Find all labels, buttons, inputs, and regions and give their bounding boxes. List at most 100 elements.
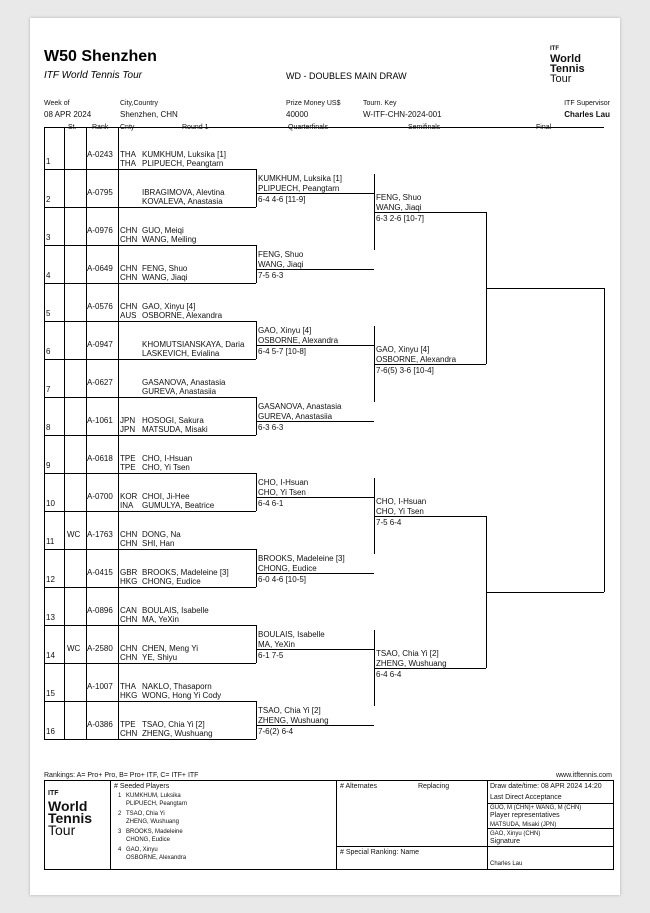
- entry-player-2: PLIPUECH, Peangtarn: [142, 159, 224, 168]
- qf-player-2: OSBORNE, Alexandra: [258, 336, 339, 345]
- qf-player-1: CHO, I-Hsuan: [258, 478, 309, 487]
- seed-number: 4: [118, 847, 122, 853]
- seed-number: 1: [118, 793, 122, 799]
- entry-country-1: GBR: [120, 568, 138, 577]
- col-semifinals: Semifinals: [408, 124, 441, 131]
- seed-number: 2: [118, 811, 122, 817]
- sf-score: 6-4 6-4: [376, 670, 402, 679]
- qf-player-2: MA, YeXin: [258, 640, 295, 649]
- qf-score: 6-4 4-6 [11-9]: [258, 195, 306, 204]
- rep-1: MATSUDA, Misaki (JPN): [490, 822, 557, 828]
- week-label: Week of: [44, 100, 70, 107]
- entry-country-1: THA: [120, 150, 136, 159]
- entry-country-2: AUS: [120, 311, 137, 320]
- entry-rank: A-2580: [87, 644, 113, 653]
- entry-player-1: CHEN, Meng Yi: [142, 644, 199, 653]
- entry-rank: A-0649: [87, 264, 113, 273]
- entry-rank: A-1061: [87, 416, 113, 425]
- tournament-title: W50 Shenzhen: [44, 48, 157, 65]
- alternates-header: # Alternates: [340, 783, 377, 790]
- lda-value: GUO, M (CHN)+ WANG, M (CHN): [490, 805, 582, 811]
- week-value: 08 APR 2024: [44, 110, 92, 119]
- draw-line-number: 11: [46, 537, 55, 546]
- qf-player-1: BOULAIS, Isabelle: [258, 630, 325, 639]
- footer-box: [44, 780, 614, 870]
- qf-score: 7-5 6-3: [258, 271, 284, 280]
- draw-line-number: 3: [46, 233, 51, 242]
- itf-url: www.itftennis.com: [555, 772, 612, 779]
- sf-player-2: ZHENG, Wushuang: [376, 659, 447, 668]
- entry-country-1: THA: [120, 682, 136, 691]
- seeded-header: # Seeded Players: [114, 783, 170, 790]
- draw-line-number: 10: [46, 499, 55, 508]
- entry-player-1: KUMKHUM, Luksika [1]: [142, 150, 227, 159]
- rep-2: GAO, Xinyu (CHN): [490, 831, 541, 837]
- entry-rank: A-0627: [87, 378, 113, 387]
- qf-player-2: WANG, Jiaqi: [258, 260, 304, 269]
- footer-itf-logo-icon: ITF World Tennis Tour: [48, 790, 93, 838]
- entry-player-2: CHO, Yi Tsen: [142, 463, 190, 472]
- qf-score: 6-3 6-3: [258, 423, 284, 432]
- city-value: Shenzhen, CHN: [120, 110, 178, 119]
- entry-player-2: YE, Shiyu: [142, 653, 178, 662]
- entry-rank: A-0947: [87, 340, 113, 349]
- draw-line-number: 5: [46, 309, 51, 318]
- entry-player-2: CHONG, Eudice: [142, 577, 201, 586]
- qf-score: 6-0 4-6 [10-5]: [258, 575, 307, 584]
- sf-player-1: TSAO, Chia Yi [2]: [376, 649, 439, 658]
- signature-name: Charles Lau: [490, 861, 523, 867]
- entry-country-1: CHN: [120, 644, 138, 653]
- seed-number: 3: [118, 829, 122, 835]
- entry-player-1: HOSOGI, Sakura: [142, 416, 204, 425]
- special-ranking-header: # Special Ranking: Name: [340, 849, 419, 856]
- draw-line-number: 12: [46, 575, 55, 584]
- entry-player-2: WANG, Jiaqi: [142, 273, 188, 282]
- qf-score: 6-1 7-5: [258, 651, 284, 660]
- entry-player-2: GUREVA, Anastasiia: [142, 387, 217, 396]
- tour-name: ITF World Tennis Tour: [44, 70, 143, 81]
- qf-player-1: BROOKS, Madeleine [3]: [258, 554, 345, 563]
- entry-country-2: HKG: [120, 577, 138, 586]
- entry-country-1: TPE: [120, 720, 136, 729]
- tourn-key-value: W-ITF-CHN-2024-001: [363, 110, 442, 119]
- entry-country-2: CHN: [120, 539, 138, 548]
- entry-player-2: GUMULYA, Beatrice: [142, 501, 215, 510]
- col-final: Final: [536, 124, 552, 131]
- entry-player-1: DONG, Na: [142, 530, 181, 539]
- entry-status: WC: [67, 530, 81, 539]
- entry-player-2: KOVALEVA, Anastasia: [142, 197, 223, 206]
- entry-country-2: CHN: [120, 273, 138, 282]
- entry-player-2: SHI, Han: [142, 539, 175, 548]
- entry-player-2: MA, YeXin: [142, 615, 179, 624]
- tourn-key-label: Tourn. Key: [363, 100, 397, 107]
- entry-country-1: JPN: [120, 416, 136, 425]
- qf-score: 6-4 6-1: [258, 499, 284, 508]
- entry-rank: A-0795: [87, 188, 113, 197]
- entry-player-1: GASANOVA, Anastasia: [142, 378, 226, 387]
- entry-country-2: JPN: [120, 425, 136, 434]
- entry-rank: A-0700: [87, 492, 113, 501]
- entry-country-1: CHN: [120, 302, 138, 311]
- supervisor-value: Charles Lau: [564, 110, 610, 119]
- qf-player-1: KUMKHUM, Luksika [1]: [258, 174, 343, 183]
- signature-label: Signature: [490, 838, 520, 845]
- seed-player-2: PLIPUECH, Peangtarn: [126, 801, 188, 807]
- entry-rank: A-0896: [87, 606, 113, 615]
- entry-country-2: CHN: [120, 235, 138, 244]
- entry-rank: A-0243: [87, 150, 113, 159]
- qf-player-1: FENG, Shuo: [258, 250, 304, 259]
- entry-country-2: CHN: [120, 653, 138, 662]
- col-quarterfinals: Quarterfinals: [288, 124, 329, 131]
- seed-player-2: ZHENG, Wushuang: [126, 819, 179, 825]
- draw-title: WD - DOUBLES MAIN DRAW: [286, 71, 407, 81]
- entry-rank: A-0576: [87, 302, 113, 311]
- entry-rank: A-1763: [87, 530, 113, 539]
- draw-line-number: 15: [46, 689, 55, 698]
- seed-player-1: TSAO, Chia Yi: [126, 811, 165, 817]
- seed-player-2: CHONG, Eudice: [126, 837, 171, 843]
- entry-rank: A-0618: [87, 454, 113, 463]
- entry-player-1: TSAO, Chia Yi [2]: [142, 720, 205, 729]
- entry-country-2: THA: [120, 159, 136, 168]
- entry-country-2: HKG: [120, 691, 138, 700]
- sf-player-1: GAO, Xinyu [4]: [376, 345, 430, 354]
